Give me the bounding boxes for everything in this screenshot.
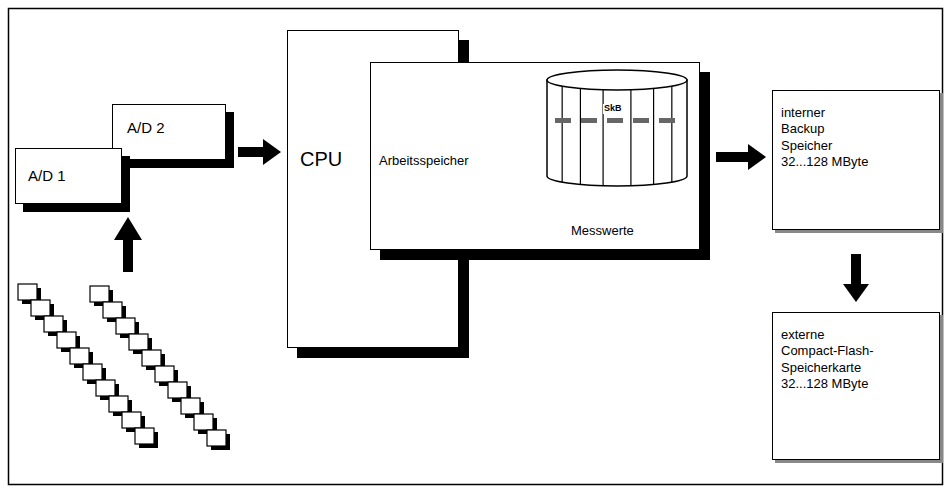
segment-mark xyxy=(633,118,649,123)
cylinder-top xyxy=(547,70,687,90)
sensor-chip xyxy=(90,286,109,302)
sensor-chip xyxy=(194,414,213,430)
sensor-chip xyxy=(109,396,128,412)
sensor-chip xyxy=(57,332,76,348)
box-label: Messwerte xyxy=(571,223,634,239)
outer-frame xyxy=(9,9,943,485)
buffer-segment xyxy=(671,86,672,182)
sensor-chip xyxy=(70,348,89,364)
block-arrow xyxy=(238,139,281,165)
sensor-chip xyxy=(122,412,141,428)
component-box: interner Backup Speicher 32...128 MByte xyxy=(772,90,940,230)
sensor-chain xyxy=(18,284,230,450)
segment-mark xyxy=(555,118,571,123)
sensor-chip xyxy=(207,430,226,446)
box-label: interner Backup Speicher 32...128 MByte xyxy=(781,105,871,170)
sensor-chip xyxy=(135,428,154,444)
sensor-chip xyxy=(181,398,200,414)
sensor-chip xyxy=(103,302,122,318)
sensor-chip xyxy=(83,364,102,380)
segment-mark xyxy=(581,118,597,123)
block-arrow xyxy=(716,144,766,170)
component-box: A/D 2 xyxy=(112,104,226,160)
sensor-chip xyxy=(168,382,187,398)
block-arrow xyxy=(843,254,869,302)
input-arrow xyxy=(114,217,142,272)
sensor-chip xyxy=(142,350,161,366)
sensor-chip xyxy=(129,334,148,350)
sensor-chip xyxy=(44,316,63,332)
box-label: externe Compact-Flash-Speicherkarte 32..… xyxy=(781,327,881,392)
sensor-chip xyxy=(155,366,174,382)
box-label: Arbeitsspeicher xyxy=(379,153,469,169)
segment-mark xyxy=(659,118,675,123)
sensor-chip xyxy=(31,300,50,316)
component-box: externe Compact-Flash-Speicherkarte 32..… xyxy=(772,312,940,460)
buffer-segment xyxy=(580,89,581,185)
box-label: A/D 2 xyxy=(127,119,165,138)
box-label: A/D 1 xyxy=(28,167,66,186)
sensor-chip xyxy=(18,284,37,300)
sensor-chip xyxy=(96,380,115,396)
buffer-segment xyxy=(562,86,563,182)
sensor-chip xyxy=(116,318,135,334)
buffer-segment xyxy=(630,90,631,186)
box-label: CPU xyxy=(300,147,342,172)
component-box: A/D 1 xyxy=(15,148,122,204)
cylinder-body xyxy=(547,80,687,186)
component-box: ArbeitsspeicherMesswerte xyxy=(370,62,700,250)
segment-mark xyxy=(607,118,623,123)
buffer-label: SkB xyxy=(603,104,623,114)
buffer-segment xyxy=(653,89,654,185)
